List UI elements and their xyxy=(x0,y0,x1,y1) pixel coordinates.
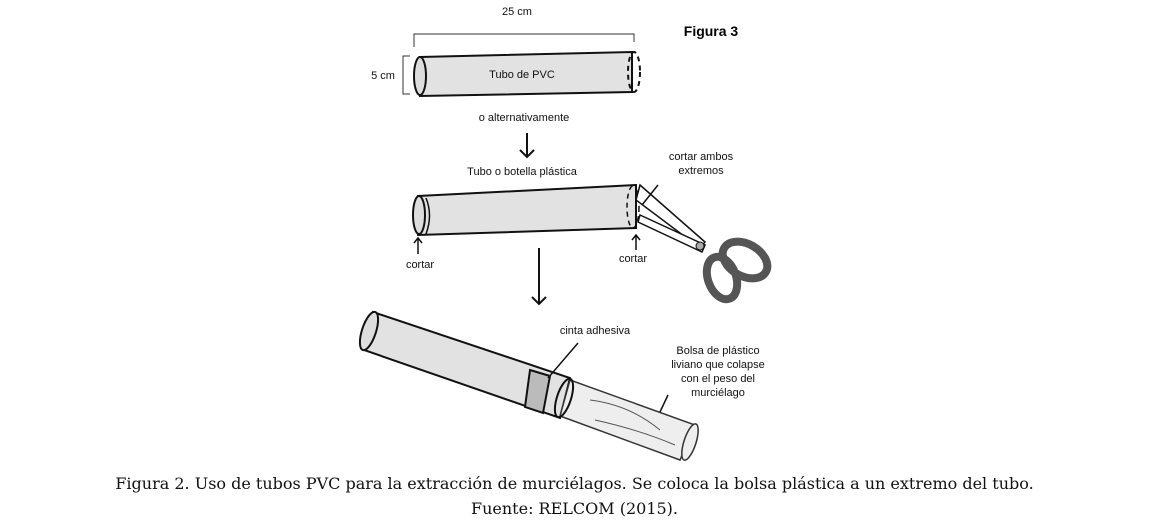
assembled-tube xyxy=(358,310,699,461)
down-arrow-icon xyxy=(519,133,535,159)
caption-line-2: Fuente: RELCOM (2015). xyxy=(470,499,679,518)
caption-line-1: Figura 2. Uso de tubos PVC para la extra… xyxy=(115,474,1034,493)
cut-both-label-1: cortar ambos xyxy=(669,151,734,163)
bag-label-3: con el peso del xyxy=(681,373,755,385)
length-label: 25 cm xyxy=(502,6,532,18)
figure-title: Figura 3 xyxy=(684,23,739,39)
tube-label: Tubo de PVC xyxy=(489,69,555,81)
diameter-label: 5 cm xyxy=(371,70,395,82)
tape-label: cinta adhesiva xyxy=(560,325,631,337)
cut-both-label-2: extremos xyxy=(678,165,724,177)
pvc-tube-diagram: 25 cm 5 cm Tubo de PVC Figura 3 o altern… xyxy=(358,6,772,461)
scissors-icon xyxy=(635,183,772,304)
bottle-label: Tubo o botella plástica xyxy=(467,166,578,178)
cut-right-label: cortar xyxy=(619,253,647,265)
alt-label: o alternativamente xyxy=(479,112,570,124)
bag-label-2: liviano que colapse xyxy=(671,359,765,371)
bag-label-1: Bolsa de plástico xyxy=(676,345,759,357)
cut-left-label: cortar xyxy=(406,259,434,271)
down-arrow-icon xyxy=(531,248,547,306)
up-arrow-icon xyxy=(413,233,641,254)
bag-label-4: murciélago xyxy=(691,387,745,399)
pvc-tube xyxy=(402,33,641,98)
plastic-bottle-tube xyxy=(412,183,640,237)
